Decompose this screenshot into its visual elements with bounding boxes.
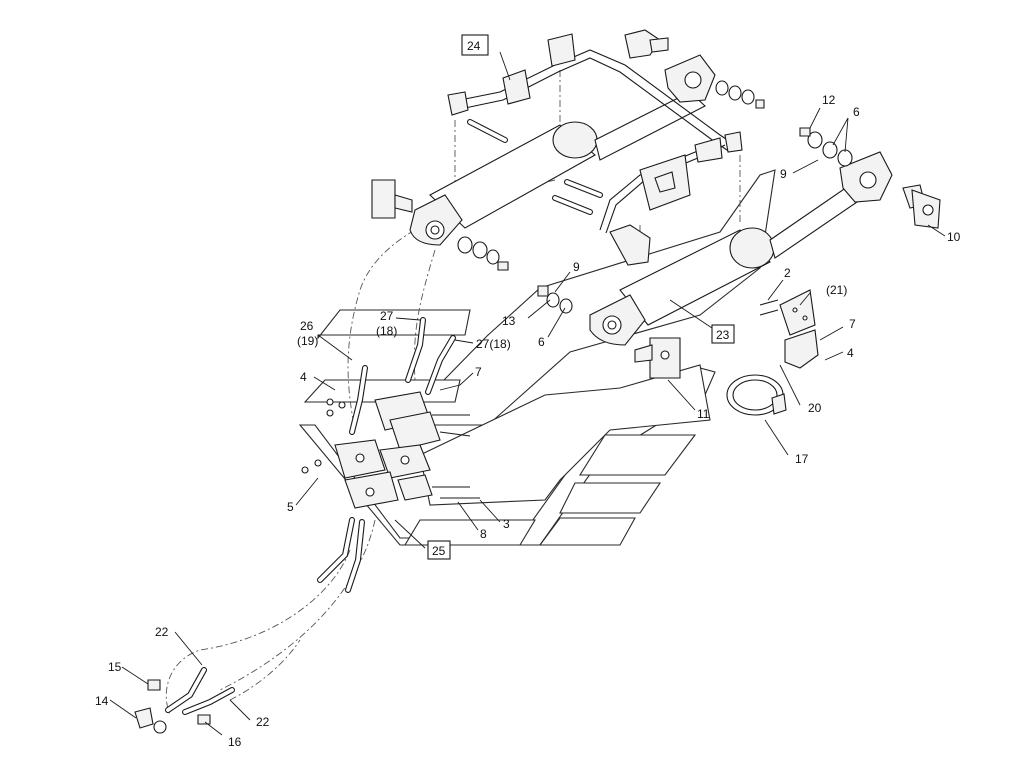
callout-5: 5 — [287, 500, 294, 514]
callout-25: 25 — [432, 544, 446, 558]
chevron-box-1 — [579, 434, 697, 476]
callout-26: 26 — [300, 319, 314, 333]
callout-labels: 24 12 6 9 10 2 (21) 7 4 20 17 11 23 9 13… — [95, 34, 961, 749]
callout-4-left: 4 — [300, 370, 307, 384]
callout-3: 3 — [503, 517, 510, 531]
callout-27-top: 27 — [380, 309, 394, 323]
callout-2: 2 — [784, 266, 791, 280]
chevron-box-3 — [538, 517, 636, 546]
upper-hydraulic-cylinder — [371, 29, 765, 271]
callout-12: 12 — [822, 93, 836, 107]
callout-22-right: 22 — [256, 715, 270, 729]
callout-16: 16 — [228, 735, 242, 749]
callout-8: 8 — [480, 527, 487, 541]
callout-21: (21) — [826, 283, 847, 297]
callout-27-18: 27(18) — [476, 337, 511, 351]
callout-6-mid: 6 — [538, 335, 545, 349]
callout-14: 14 — [95, 694, 109, 708]
callout-7-right: 7 — [849, 317, 856, 331]
chevron-box-2 — [559, 482, 662, 514]
callout-9-mid: 9 — [573, 260, 580, 274]
chevron-arrow-1 — [398, 169, 776, 426]
callout-23: 23 — [716, 328, 730, 342]
callout-10: 10 — [947, 230, 961, 244]
callout-25-box — [427, 540, 451, 560]
callout-11: 11 — [697, 407, 710, 421]
callout-20: 20 — [808, 401, 822, 415]
callout-18-top: (18) — [376, 324, 397, 338]
chevron-arrows — [298, 169, 776, 546]
callout-13: 13 — [502, 314, 516, 328]
callout-7-left: 7 — [475, 365, 482, 379]
middle-valve-group — [552, 137, 726, 266]
valve-block-25 — [301, 391, 480, 509]
callout-9-upper: 9 — [780, 167, 787, 181]
callout-24-box — [461, 34, 489, 56]
callout-6-upper: 6 — [853, 105, 860, 119]
chevron-box-4 — [404, 519, 536, 546]
callout-17: 17 — [795, 452, 809, 466]
hoses-26-27 — [349, 317, 456, 435]
lower-hydraulic-cylinder — [537, 127, 941, 379]
callout-4-right: 4 — [847, 346, 854, 360]
callout-19: (19) — [297, 334, 318, 348]
callout-22-left: 22 — [155, 625, 169, 639]
bracket-and-clamp — [726, 289, 819, 416]
hoses-22 — [134, 517, 365, 734]
callout-23-box — [711, 324, 735, 344]
callout-24: 24 — [467, 39, 481, 53]
chevron-arrow-5 — [419, 364, 711, 506]
callout-15: 15 — [108, 660, 122, 674]
leader-lines — [109, 51, 946, 736]
